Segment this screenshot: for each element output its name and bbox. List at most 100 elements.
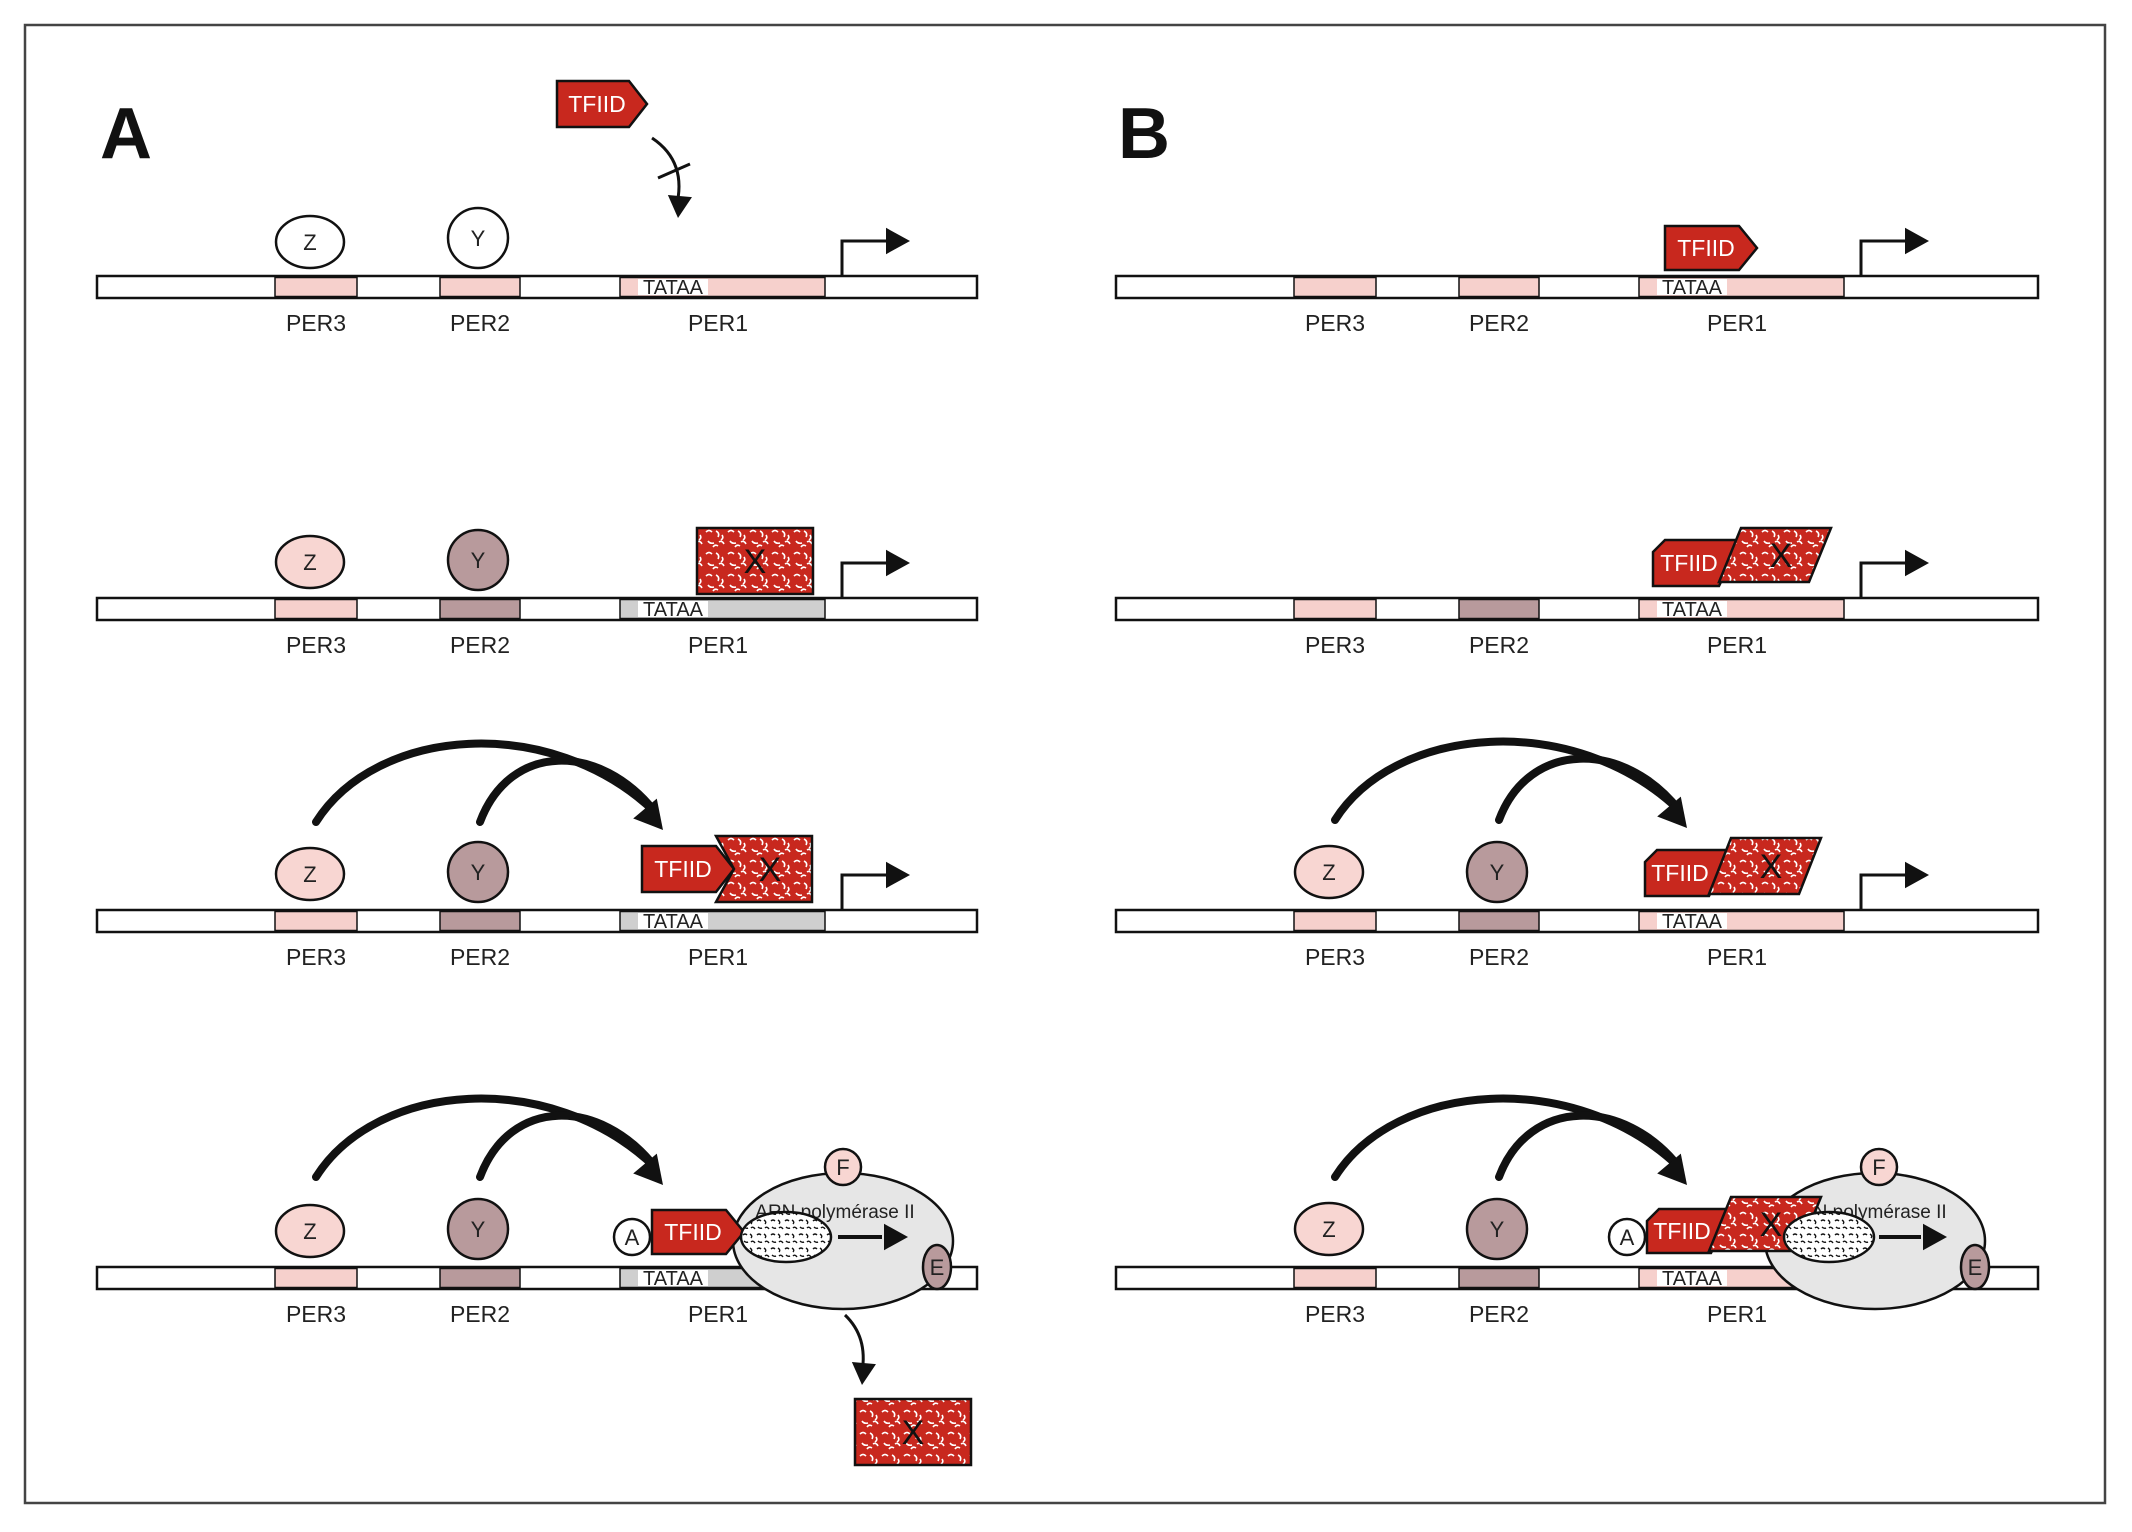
transcription-start-arrow <box>840 561 887 598</box>
polymerase-core <box>1782 1210 1876 1264</box>
panel-label-b: B <box>1118 94 1170 174</box>
per2-element <box>439 598 521 620</box>
per2-element <box>1458 910 1540 932</box>
e-factor <box>1959 1243 1991 1291</box>
per3-label: PER3 <box>1305 310 1365 336</box>
z-factor <box>274 1203 346 1259</box>
per3-label: PER3 <box>286 1301 346 1327</box>
per3-element <box>274 598 358 620</box>
y-factor <box>446 528 510 592</box>
f-factor <box>823 1147 863 1187</box>
transcription-start-arrow <box>1859 239 1906 276</box>
arrowhead <box>884 1223 908 1251</box>
z-factor-label: Z <box>1322 1217 1335 1242</box>
per2-element <box>439 910 521 932</box>
tfiid-label: TFIID <box>568 91 626 117</box>
tataa-box <box>638 913 708 929</box>
arrowhead <box>667 195 692 218</box>
y-factor <box>446 206 510 270</box>
per2-element <box>1458 1267 1540 1289</box>
tfiid-label: TFIID <box>654 856 712 882</box>
tataa-label: TATAA <box>1662 1268 1723 1290</box>
dna-strand <box>95 274 979 300</box>
tataa-box <box>1657 601 1727 617</box>
block-bar <box>657 162 691 180</box>
per2-label: PER2 <box>1469 944 1529 970</box>
transcription-start-arrow <box>840 873 887 910</box>
tataa-label: TATAA <box>643 1268 704 1290</box>
tfiid-factor <box>640 844 736 894</box>
per2-label: PER2 <box>450 944 510 970</box>
tataa-box <box>638 1270 708 1286</box>
z-factor-label: Z <box>303 862 316 887</box>
polymerase-core <box>739 1210 833 1264</box>
tataa-box <box>638 601 708 617</box>
per2-element <box>1458 598 1540 620</box>
y-factor <box>446 840 510 904</box>
y-factor-label: Y <box>471 548 486 573</box>
z-factor <box>274 214 346 270</box>
z-factor <box>1293 1201 1365 1257</box>
per1-label: PER1 <box>688 1301 748 1327</box>
arrowhead <box>851 1362 876 1385</box>
dna-strand <box>1114 596 2040 622</box>
panel-label-a: A <box>100 94 152 174</box>
tfiid-label: TFIID <box>1653 1218 1711 1244</box>
per2-label: PER2 <box>1469 1301 1529 1327</box>
per1-label: PER1 <box>688 310 748 336</box>
f-factor-label: F <box>836 1155 849 1180</box>
tataa-label: TATAA <box>643 599 704 621</box>
per3-element <box>1293 1267 1377 1289</box>
dna-strand <box>1114 274 2040 300</box>
activation-arrow-y <box>476 756 659 826</box>
tfiid-label: TFIID <box>1677 235 1735 261</box>
per2-label: PER2 <box>1469 310 1529 336</box>
dna-strand <box>95 908 979 934</box>
x-factor <box>695 526 815 596</box>
tfiid-label: TFIID <box>664 1219 722 1245</box>
arrowhead <box>1657 1153 1687 1185</box>
x-factor-label: X <box>1760 1206 1783 1244</box>
x-factor-label: X <box>1760 848 1783 886</box>
per3-element <box>1293 276 1377 298</box>
activation-arrow-z <box>312 739 659 826</box>
per3-label: PER3 <box>1305 944 1365 970</box>
per3-label: PER3 <box>1305 1301 1365 1327</box>
y-factor <box>1465 840 1529 904</box>
f-factor <box>1859 1147 1899 1187</box>
tataa-label: TATAA <box>643 911 704 933</box>
transcription-start-arrow <box>1859 873 1906 910</box>
f-factor-label: F <box>1872 1155 1885 1180</box>
arrowhead <box>886 227 910 255</box>
per3-element <box>1293 598 1377 620</box>
per2-label: PER2 <box>450 632 510 658</box>
arrowhead <box>1657 796 1687 828</box>
y-factor-label: Y <box>471 860 486 885</box>
tfiid-label: TFIID <box>1660 550 1718 576</box>
arrowhead <box>886 861 910 889</box>
activation-arrow-z <box>1331 737 1683 824</box>
arrowhead <box>1923 1223 1947 1251</box>
per1-label: PER1 <box>1707 632 1767 658</box>
arrowhead <box>633 1153 663 1185</box>
z-factor-label: Z <box>303 1219 316 1244</box>
activation-arrow-y <box>1495 1111 1683 1181</box>
arrowhead <box>1905 227 1929 255</box>
z-factor <box>1293 844 1365 900</box>
figure-frame <box>23 23 2107 1505</box>
tataa-label: TATAA <box>643 277 704 299</box>
arrowhead <box>633 798 663 830</box>
z-factor-label: Z <box>303 230 316 255</box>
per2-element <box>439 1267 521 1289</box>
x-factor <box>713 834 814 904</box>
y-factor-label: Y <box>471 1217 486 1242</box>
y-factor-label: Y <box>471 226 486 251</box>
per1-label: PER1 <box>1707 310 1767 336</box>
tataa-box <box>1657 913 1727 929</box>
activation-arrow-z <box>1331 1094 1683 1181</box>
